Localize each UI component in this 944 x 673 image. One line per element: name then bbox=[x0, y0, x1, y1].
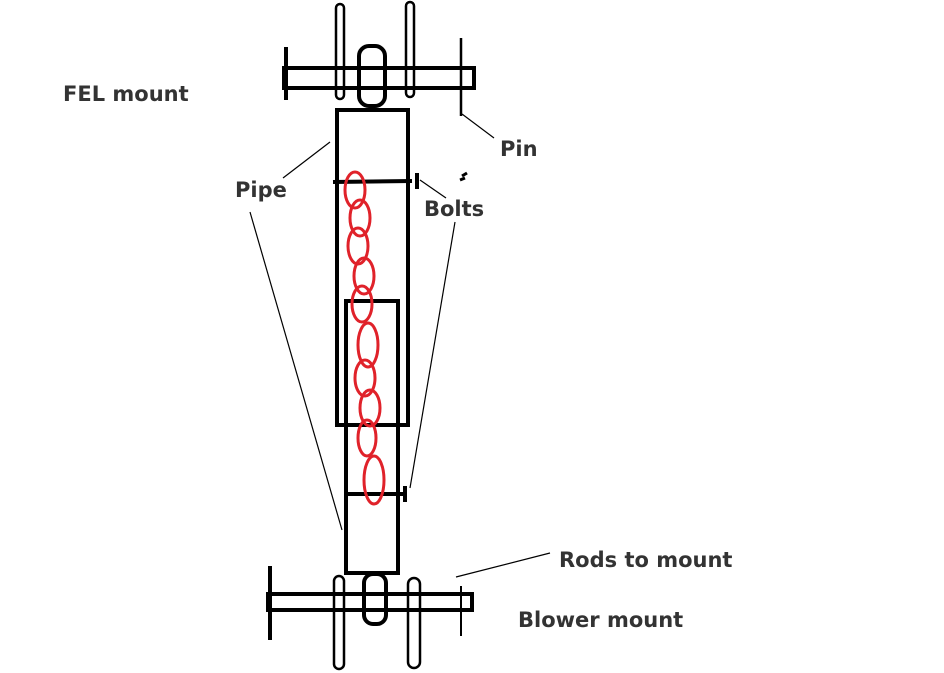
bottom-bolt bbox=[348, 486, 407, 502]
top-right-rod bbox=[404, 0, 416, 99]
inner-pipe bbox=[344, 299, 400, 575]
bolts-leader-top bbox=[419, 179, 447, 199]
top-bushing bbox=[357, 44, 387, 108]
bottom-mount-assembly bbox=[266, 566, 474, 671]
bottom-right-rod bbox=[406, 576, 422, 670]
top-mount-assembly bbox=[282, 0, 476, 116]
bottom-left-rod bbox=[332, 574, 346, 671]
label-pin: Pin bbox=[500, 137, 538, 161]
leader-lines bbox=[249, 113, 551, 578]
top-crossbar bbox=[282, 66, 476, 90]
rods-leader bbox=[455, 552, 551, 578]
pin-leader bbox=[461, 113, 495, 139]
top-left-rod bbox=[334, 2, 346, 101]
label-bolts: Bolts bbox=[424, 197, 484, 221]
label-fel-mount: FEL mount bbox=[63, 82, 189, 106]
label-pipe: Pipe bbox=[235, 178, 287, 202]
label-blower-mount: Blower mount bbox=[518, 608, 683, 632]
chain bbox=[343, 170, 386, 506]
bolts-leader-bottom bbox=[409, 221, 456, 489]
pipe-leader-bottom bbox=[249, 211, 343, 531]
bottom-bushing bbox=[362, 572, 388, 626]
stray-marks bbox=[459, 171, 468, 182]
bottom-crossbar bbox=[266, 592, 474, 612]
pipe-leader-top bbox=[282, 141, 331, 179]
label-rods-to-mount: Rods to mount bbox=[559, 548, 732, 572]
